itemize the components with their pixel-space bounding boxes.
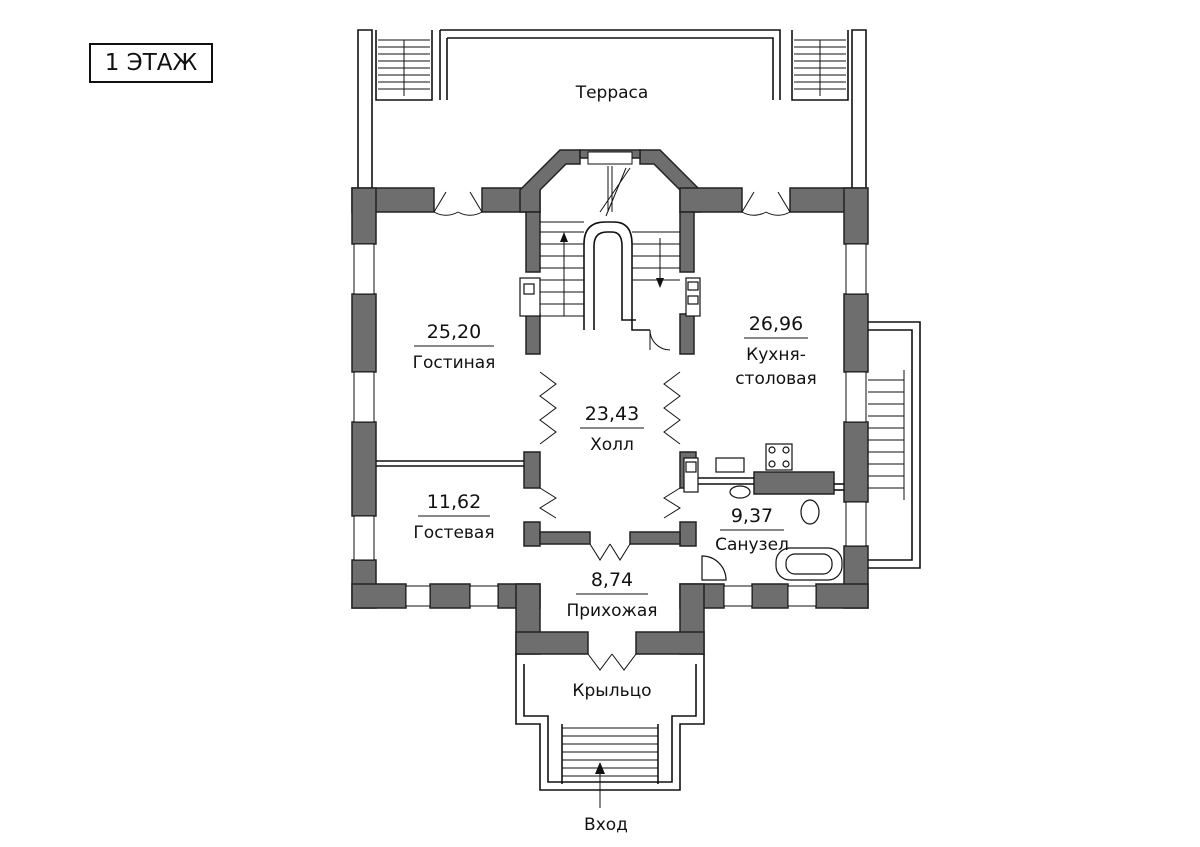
hall-label: Холл — [590, 435, 634, 455]
terrace-stair-left — [378, 39, 430, 96]
bathroom-area: 9,37 — [731, 505, 773, 527]
kitchen-label-line2: столовая — [735, 369, 817, 389]
kitchen-area: 26,96 — [749, 313, 803, 335]
windows — [353, 151, 867, 607]
living-label: Гостиная — [413, 353, 496, 373]
hall-folding-door-right — [663, 371, 681, 445]
entry-outer-door — [587, 653, 637, 671]
terrace-door-left — [433, 191, 483, 216]
floor-label: 1 ЭТАЖ — [89, 43, 213, 83]
hall-area: 23,43 — [585, 403, 639, 425]
partitions — [376, 460, 844, 491]
terrace-label: Терраса — [575, 83, 649, 103]
kitchen-label-line1: Кухня- — [746, 345, 806, 365]
porch-stair — [561, 724, 659, 784]
bathroom-label: Санузел — [715, 535, 789, 555]
living-area: 25,20 — [427, 321, 481, 343]
entrance-label: Вход — [584, 815, 628, 835]
guest-label: Гостевая — [413, 523, 494, 543]
hall-folding-door-left — [539, 371, 557, 445]
main-staircase — [540, 166, 680, 331]
storage-door — [649, 329, 671, 351]
terrace — [357, 29, 867, 188]
porch — [515, 654, 705, 791]
entrance-arrow-icon — [595, 762, 605, 808]
terrace-door-right — [741, 191, 791, 216]
guest-area: 11,62 — [427, 491, 481, 513]
fixtures — [519, 277, 843, 581]
bath-door — [663, 487, 681, 519]
entry-label: Прихожая — [566, 601, 657, 621]
entry-area: 8,74 — [591, 569, 633, 591]
guest-door — [539, 487, 557, 519]
entry-inner-door — [589, 543, 631, 561]
side-staircase — [868, 321, 921, 569]
terrace-stair-right — [794, 39, 846, 96]
porch-label: Крыльцо — [572, 681, 651, 701]
